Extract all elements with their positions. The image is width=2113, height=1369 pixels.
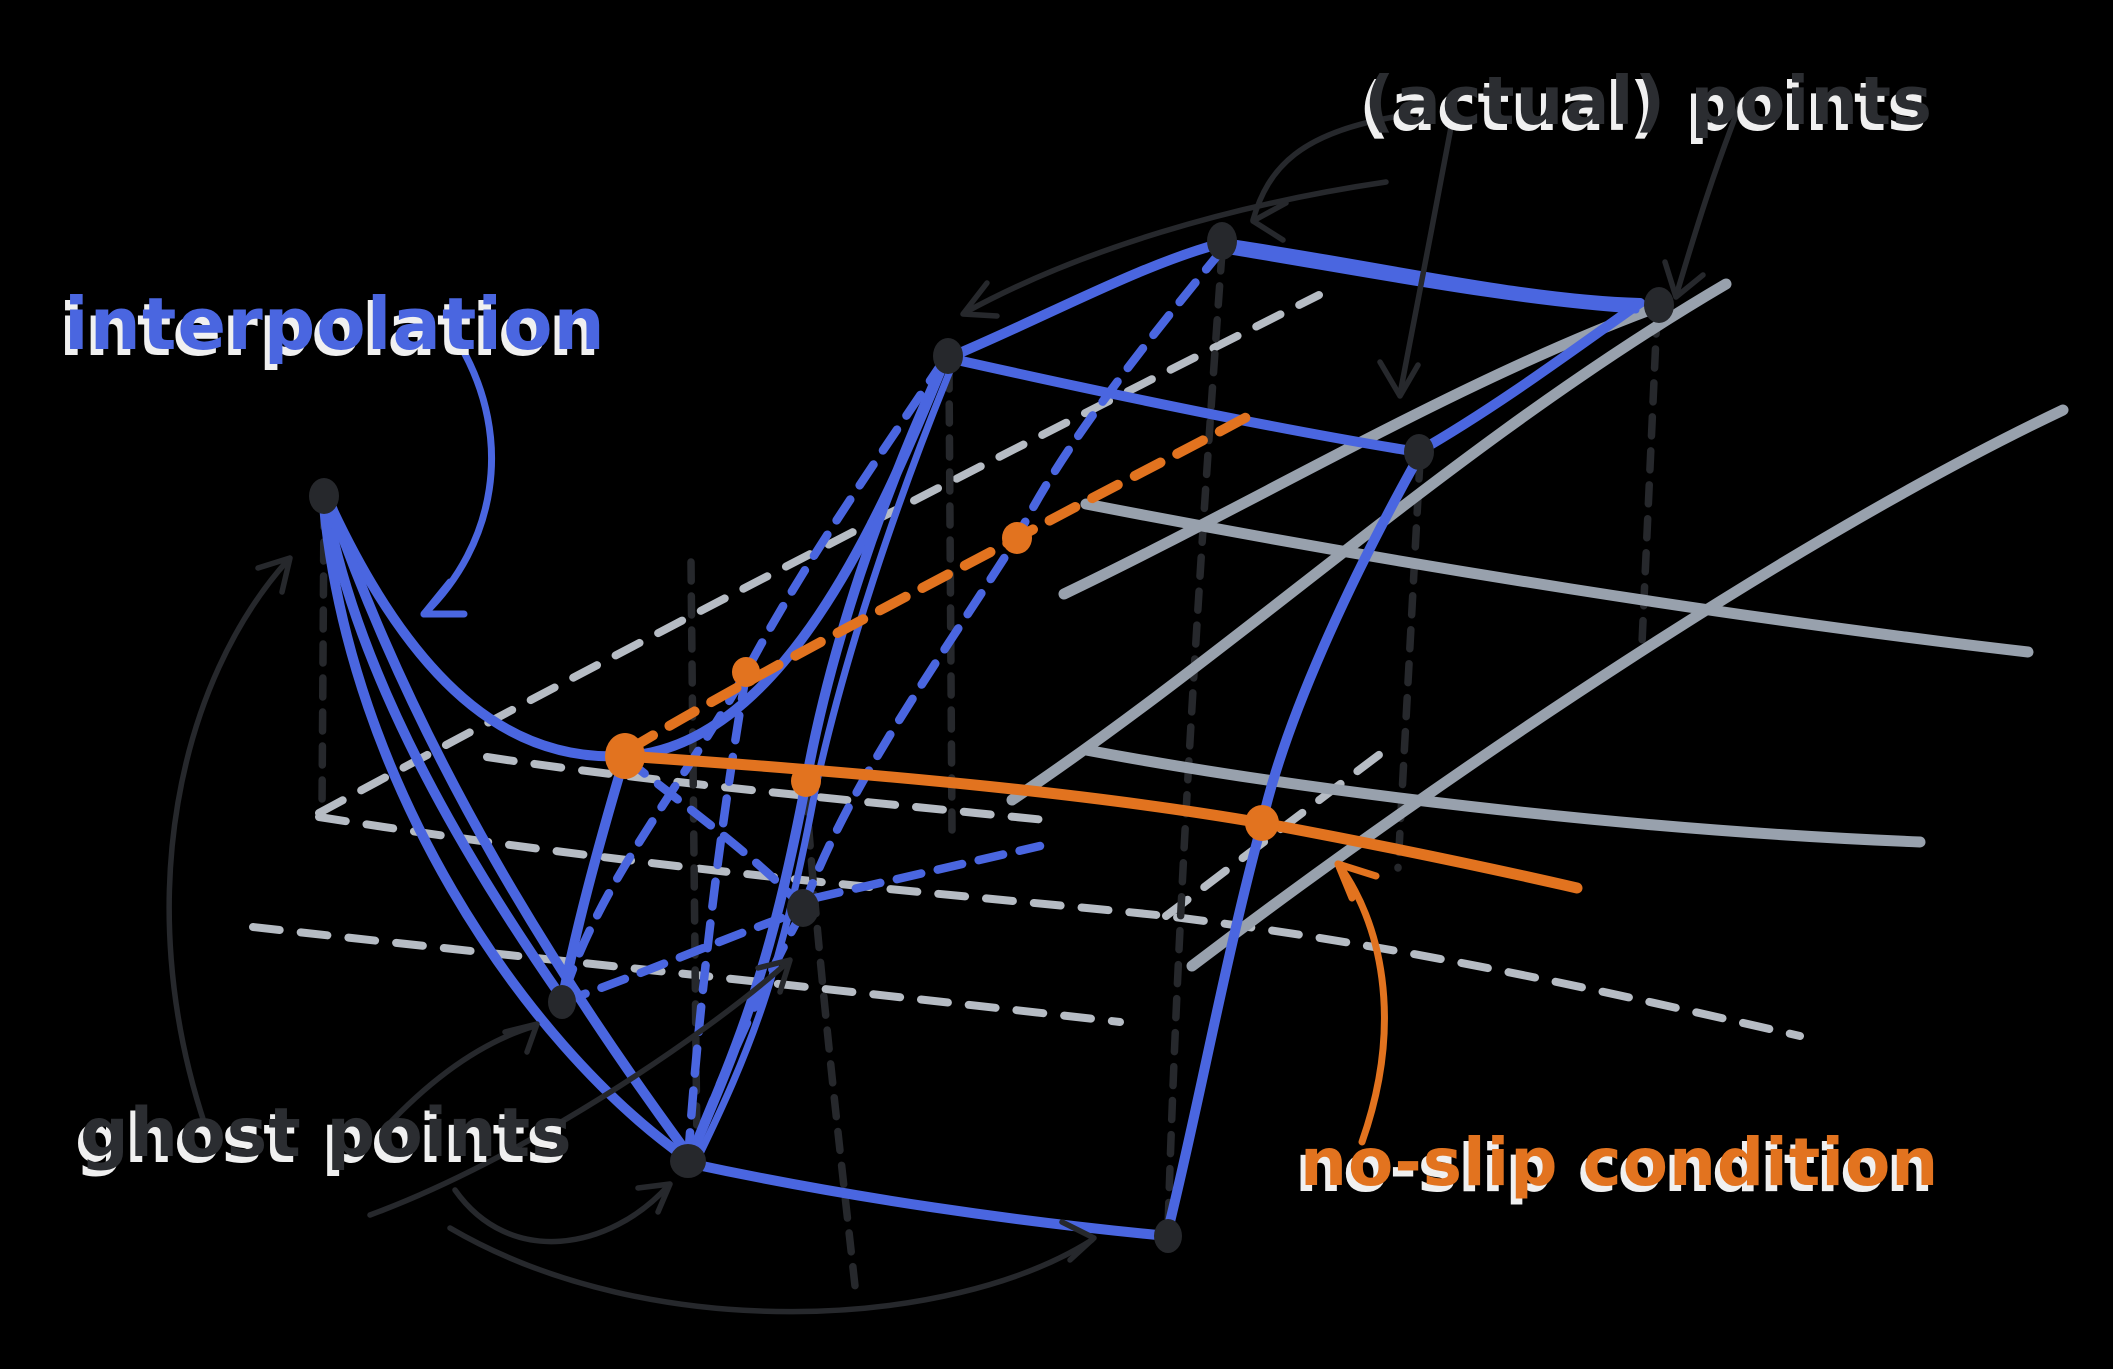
- fan-curve-1: [321, 499, 567, 1003]
- no-slip-point-corner: [605, 733, 645, 779]
- no-slip-line: [605, 407, 1583, 894]
- arrow-actual-to-top: [1250, 113, 1403, 243]
- arrow-actual-to-bottom: [1377, 119, 1455, 399]
- node-dots: [309, 222, 1674, 1253]
- arrow-ghost-to-bottom: [452, 1181, 673, 1245]
- ghost-bottom-edge: [683, 1158, 1173, 1241]
- dropline-right-point: [1638, 311, 1661, 647]
- interpolation-label: interpolation: [64, 282, 606, 366]
- no-slip-front: [619, 750, 1583, 894]
- ghost-points-label: ghost points: [80, 1094, 573, 1173]
- annotation-arrows: [166, 97, 1745, 1315]
- web-backleft-to-bottom: [683, 669, 751, 1165]
- no-slip-point-back-right: [1002, 522, 1032, 554]
- quad-edge-top-right: [1217, 238, 1645, 308]
- no-slip-point-back-left: [732, 657, 760, 687]
- web-hub-stub: [810, 841, 1045, 903]
- gridline-left-to-ghostleft: [557, 355, 949, 1005]
- arrow-ghost-to-spike: [166, 555, 293, 1128]
- dropline-spike: [318, 504, 328, 814]
- gray-wall-surface: [1006, 278, 2069, 972]
- gridline-corner-to-ghostleft: [557, 751, 630, 1007]
- droplines: [318, 248, 1661, 1299]
- actual-points-label: (actual) points: [1364, 62, 1933, 140]
- actual-point-bottom: [1404, 434, 1434, 470]
- fan-curve-2: [319, 501, 691, 1163]
- ghost-point-hub: [787, 889, 819, 927]
- plane-edge-across-1: [315, 813, 1804, 1040]
- quad-edge-left-top: [943, 238, 1227, 363]
- quad-edge-top-right-double: [1220, 246, 1640, 314]
- arrow-ghost-to-hub: [367, 957, 793, 1218]
- blue-mesh: [319, 238, 1645, 1241]
- actual-point-top: [1207, 222, 1237, 260]
- no-slip-condition-label: no-slip condition: [1300, 1124, 1940, 1201]
- no-slip-point-front-mid: [791, 765, 821, 797]
- actual-point-right: [1644, 287, 1674, 323]
- actual-point-left: [933, 338, 963, 374]
- quad-edge-left-bottom: [943, 353, 1423, 457]
- surface-line-ne-1: [1006, 278, 1732, 806]
- plane-edge-across-2: [249, 923, 1124, 1026]
- no-slip-point-front-right: [1245, 805, 1279, 841]
- plane-edge-away-1: [315, 291, 1323, 817]
- ghost-point-left: [548, 985, 576, 1019]
- arrow-no-slip: [1334, 860, 1388, 1146]
- web-ghostleft-to-hub: [557, 907, 803, 1007]
- dropline-hub: [802, 789, 860, 1299]
- ghost-point-bottom: [670, 1144, 706, 1178]
- arrow-interpolation: [420, 341, 496, 618]
- arrow-ghost-to-left: [382, 1021, 540, 1131]
- surface-line-se-2: [1080, 744, 1926, 848]
- arrow-actual-to-left: [960, 179, 1389, 319]
- ghost-point-bottom-right: [1154, 1219, 1182, 1253]
- quad-edge-bottom-right: [1413, 298, 1645, 457]
- dropline-quad-top: [1164, 248, 1226, 1232]
- surface-line-ne-3: [1186, 404, 2069, 972]
- arrow-actual-to-right: [1662, 97, 1745, 300]
- arrow-ghost-to-bottom-right: [447, 1219, 1097, 1315]
- plane-edge-across-3: [483, 753, 1049, 824]
- fan-curve-valley: [323, 357, 949, 762]
- surface-line-se-1: [1080, 498, 2034, 658]
- ghost-point-spike: [309, 478, 339, 514]
- dropline-quad-left: [945, 366, 956, 834]
- no-slip-back: [623, 407, 1261, 755]
